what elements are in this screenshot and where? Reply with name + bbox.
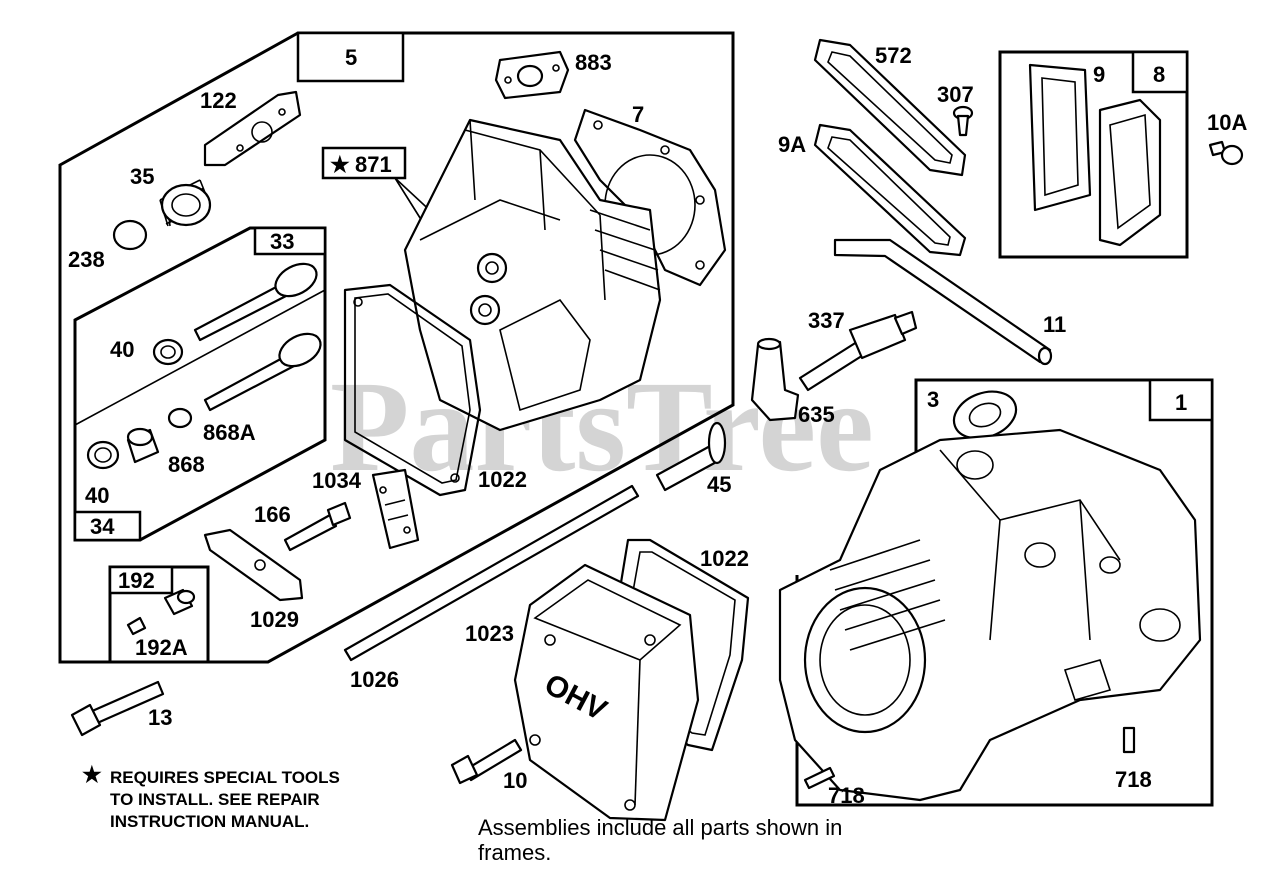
part-label-1029[interactable]: 1029 <box>250 607 299 632</box>
note-star-icon: ★ <box>82 762 102 787</box>
part-label-13[interactable]: 13 <box>148 705 172 730</box>
breather-tube-11[interactable] <box>833 238 1053 366</box>
frame-34-label-box <box>73 510 142 542</box>
rocker-arm-1029[interactable] <box>203 528 304 602</box>
part-label-7[interactable]: 7 <box>632 102 644 127</box>
seal-40-upper[interactable] <box>152 338 184 366</box>
tube-45[interactable] <box>655 421 727 492</box>
frame-1-label-box <box>1148 378 1214 422</box>
valve-cover-1023[interactable] <box>513 563 700 822</box>
part-label-40-lower[interactable]: 40 <box>85 483 109 508</box>
part-label-871[interactable]: 871 <box>355 152 392 177</box>
part-label-35[interactable]: 35 <box>130 164 154 189</box>
note-assemblies-line-1: Assemblies include all parts shown in <box>478 815 842 840</box>
spark-plug-337[interactable] <box>798 310 918 392</box>
part-label-11[interactable]: 11 <box>1043 312 1066 337</box>
gasket-572[interactable] <box>813 38 967 177</box>
part-label-40-upper[interactable]: 40 <box>110 337 134 362</box>
part-label-307[interactable]: 307 <box>937 82 974 107</box>
washer-868a[interactable] <box>167 407 193 429</box>
screw-10a[interactable] <box>1208 140 1244 166</box>
cylinder-block[interactable] <box>778 428 1202 802</box>
part-label-166[interactable]: 166 <box>254 502 291 527</box>
frame-192-label-box <box>108 565 174 595</box>
part-label-45[interactable]: 45 <box>707 472 731 497</box>
frame-8 <box>998 50 1189 259</box>
part-label-1023[interactable]: 1023 <box>465 621 514 646</box>
part-label-337[interactable]: 337 <box>808 308 845 333</box>
part-label-122[interactable]: 122 <box>200 88 237 113</box>
gasket-1022-head[interactable] <box>343 283 482 497</box>
bolt-10[interactable] <box>450 738 523 785</box>
gasket-9[interactable] <box>1028 63 1092 212</box>
part-label-635[interactable]: 635 <box>798 402 835 427</box>
part-label-883[interactable]: 883 <box>575 50 612 75</box>
adjusting-nut-192[interactable] <box>163 588 196 616</box>
part-label-10a[interactable]: 10A <box>1207 110 1247 135</box>
part-label-1034[interactable]: 1034 <box>312 468 362 493</box>
frame-5-label-box <box>296 31 405 83</box>
part-label-9[interactable]: 9 <box>1093 62 1105 87</box>
part-label-8[interactable]: 8 <box>1153 62 1165 87</box>
collet-868[interactable] <box>126 427 160 464</box>
part-label-718-left[interactable]: 718 <box>828 783 865 808</box>
part-label-192[interactable]: 192 <box>118 568 155 593</box>
part-label-5[interactable]: 5 <box>345 45 357 70</box>
part-label-192a[interactable]: 192A <box>135 635 188 660</box>
valve-spring-35[interactable] <box>159 179 212 227</box>
push-rod-1026[interactable] <box>343 484 640 662</box>
frame-8-label-box <box>1131 50 1189 94</box>
note-special-tools-line-3: INSTRUCTION MANUAL. <box>110 812 309 831</box>
frame-33-label-box <box>253 226 327 256</box>
set-screw-192a[interactable] <box>126 616 147 636</box>
gasket-883[interactable] <box>494 50 570 100</box>
note-special-tools-line-1: REQUIRES SPECIAL TOOLS <box>110 768 340 787</box>
cylinder-head[interactable] <box>403 118 662 432</box>
frame-1 <box>795 378 1214 807</box>
dowel-pin-718-right[interactable] <box>1122 726 1136 754</box>
rocker-stud-166[interactable] <box>283 501 352 552</box>
part-label-10[interactable]: 10 <box>503 768 527 793</box>
part-label-572[interactable]: 572 <box>875 43 912 68</box>
spark-plug-boot-635[interactable] <box>750 337 800 422</box>
rocker-plate-1034[interactable] <box>371 468 420 550</box>
part-label-1026[interactable]: 1026 <box>350 667 399 692</box>
dowel-pin-718-left[interactable] <box>803 766 836 790</box>
part-label-871-box <box>321 146 407 180</box>
seal-40-lower[interactable] <box>86 440 120 470</box>
bolt-13[interactable] <box>70 680 165 737</box>
part-label-1022-head[interactable]: 1022 <box>478 467 527 492</box>
note-special-tools-line-2: TO INSTALL. SEE REPAIR <box>110 790 320 809</box>
part-label-868[interactable]: 868 <box>168 452 205 477</box>
plate-122[interactable] <box>203 90 302 167</box>
part-label-3[interactable]: 3 <box>927 387 939 412</box>
intake-valve[interactable] <box>193 257 322 342</box>
retainer-238[interactable] <box>112 219 148 251</box>
part-label-9a[interactable]: 9A <box>778 132 806 157</box>
part-label-238[interactable]: 238 <box>68 247 105 272</box>
part-label-34[interactable]: 34 <box>90 514 115 539</box>
part-label-1[interactable]: 1 <box>1175 390 1187 415</box>
part-label-1022-cover[interactable]: 1022 <box>700 546 749 571</box>
part-label-718-right[interactable]: 718 <box>1115 767 1152 792</box>
part-label-33[interactable]: 33 <box>270 229 294 254</box>
exhaust-valve[interactable] <box>203 327 326 412</box>
screw-307[interactable] <box>952 105 974 137</box>
gasket-9a[interactable] <box>813 123 967 257</box>
breather-8[interactable] <box>1098 98 1162 247</box>
part-label-868a[interactable]: 868A <box>203 420 256 445</box>
star-icon: ★ <box>330 152 350 177</box>
note-assemblies-line-2: frames. <box>478 840 551 865</box>
